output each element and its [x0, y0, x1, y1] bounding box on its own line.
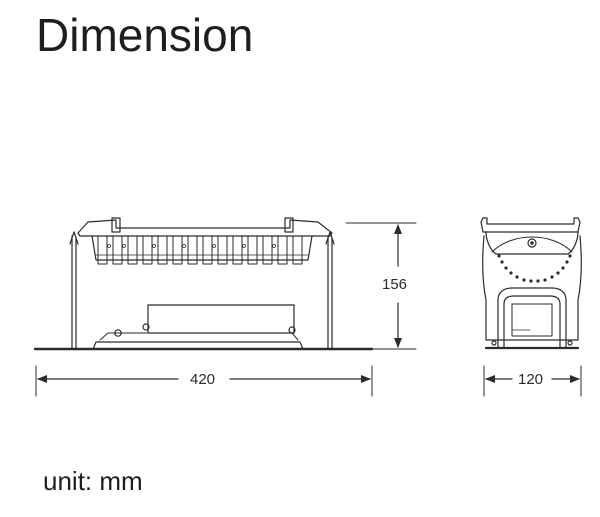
- unit-label: unit: mm: [43, 466, 143, 496]
- side-width-label: 120: [518, 371, 543, 388]
- front-width-dimension: [35, 365, 373, 397]
- side-width-dimension: [483, 365, 582, 397]
- front-height-dimension: [345, 222, 417, 350]
- front-height-label: 156: [382, 276, 407, 293]
- page-title: Dimension: [36, 9, 254, 61]
- front-view: [33, 217, 374, 351]
- front-width-label: 420: [190, 371, 215, 388]
- side-view: [480, 217, 582, 350]
